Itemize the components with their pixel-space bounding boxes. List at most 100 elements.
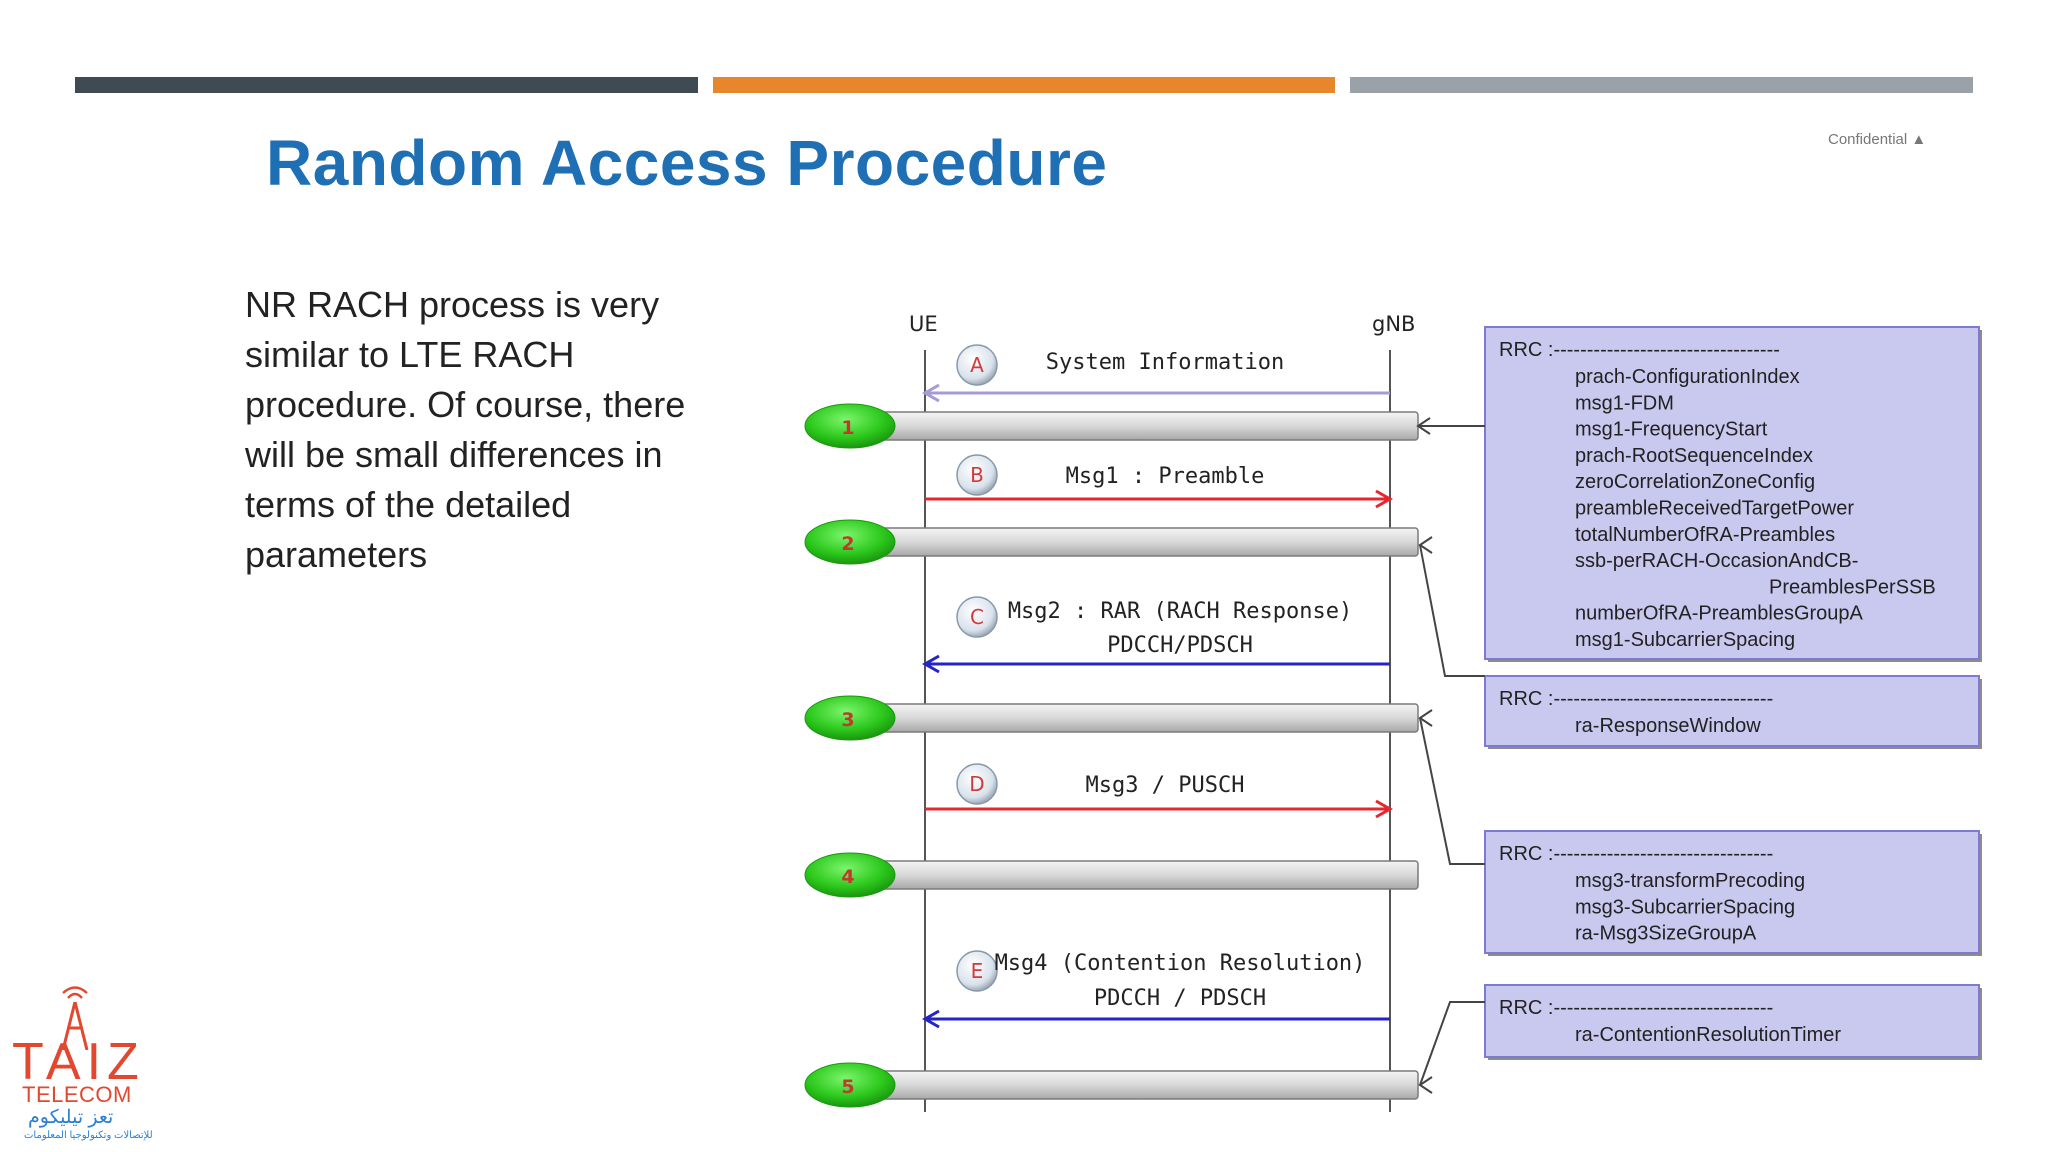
phase-oval [804, 1062, 896, 1108]
confidential-label: Confidential ▲ [1828, 131, 1927, 148]
rrc-param: msg3-transformPrecoding [1575, 870, 1805, 892]
rrc-param: msg3-SubcarrierSpacing [1575, 896, 1795, 918]
step-letter: A [970, 353, 984, 377]
step-circle [956, 344, 998, 386]
body-line: terms of the detailed [245, 484, 572, 525]
phase-number: 4 [841, 866, 854, 888]
rrc-param: msg1-SubcarrierSpacing [1575, 629, 1795, 651]
gnb-label: gNB [1372, 312, 1416, 336]
logo-tagline: للإتصالات وتكنولوجيا المعلومات [24, 1130, 153, 1141]
connector-line [1419, 544, 1485, 677]
phase-4: 4 [804, 852, 1419, 898]
step-circle [956, 596, 998, 638]
phase-1: 1 [804, 403, 1419, 449]
rrc-box-header: RRC :--------------------------------- [1499, 843, 1773, 865]
connector-arrowhead-icon [1418, 536, 1433, 554]
slide-title: Random Access Procedure [266, 127, 1108, 199]
rrc-box-header: RRC :--------------------------------- [1499, 688, 1773, 710]
rrc-box-header: RRC :---------------------------------- [1499, 339, 1780, 361]
message-label: Msg2 : RAR (RACH Response) [1008, 599, 1352, 624]
phase-oval [804, 519, 896, 565]
rrc-param: ra-ResponseWindow [1575, 715, 1761, 737]
phase-oval [804, 403, 896, 449]
rrc-param: zeroCorrelationZoneConfig [1575, 471, 1815, 493]
phase-2: 2 [804, 519, 1419, 565]
message-label: PDCCH / PDSCH [1094, 986, 1266, 1011]
rrc-param: PreamblesPerSSB [1769, 576, 1936, 598]
rrc-param: ra-Msg3SizeGroupA [1575, 923, 1757, 945]
message-label: System Information [1046, 350, 1284, 375]
phase-bar [857, 703, 1419, 733]
logo-word-telecom: TELECOM [22, 1082, 132, 1107]
rrc-param: ra-ContentionResolutionTimer [1575, 1024, 1841, 1046]
body-line: NR RACH process is very [245, 284, 660, 325]
rrc-box-frame [1484, 830, 1980, 954]
step-letter: E [971, 959, 984, 983]
arrowhead-icon [921, 654, 940, 674]
message-label: Msg3 / PUSCH [1086, 773, 1245, 798]
rrc-box-header: RRC :--------------------------------- [1499, 997, 1773, 1019]
rrc-box-frame [1484, 326, 1980, 660]
phase-number: 1 [841, 417, 854, 439]
rrc-param: msg1-FDM [1575, 392, 1674, 414]
phase-bar [857, 1070, 1419, 1100]
rrc-param: ssb-perRACH-OccasionAndCB- [1575, 550, 1858, 572]
antenna-icon [61, 986, 89, 1050]
arrowhead-icon [1375, 489, 1394, 509]
message-step-a: A System Information [921, 344, 1390, 403]
company-logo: TAIZ TELECOM تعز تيليكوم للإتصالات وتكنو… [8, 980, 158, 1145]
body-line: parameters [245, 534, 428, 575]
rrc-box-frame [1484, 984, 1980, 1058]
rrc-param: preambleReceivedTargetPower [1575, 498, 1854, 520]
rrc-box-4: RRC :--------------------------------- ra… [1418, 984, 1982, 1094]
connector-arrowhead-icon [1418, 1076, 1433, 1094]
step-letter: D [969, 772, 984, 796]
phase-number: 3 [841, 709, 854, 731]
message-label: Msg4 (Contention Resolution) [995, 951, 1366, 976]
rrc-param: prach-ConfigurationIndex [1575, 366, 1800, 388]
arrowhead-icon [1375, 799, 1394, 819]
body-line: will be small differences in [245, 434, 663, 475]
body-line: procedure. Of course, there [245, 384, 686, 425]
step-circle [956, 454, 998, 496]
rrc-param: msg1-FrequencyStart [1575, 419, 1768, 441]
rrc-param: prach-RootSequenceIndex [1575, 445, 1813, 467]
message-step-e: E Msg4 (Contention Resolution) PDCCH / PDS… [921, 950, 1390, 1029]
connector-arrowhead-icon [1416, 417, 1431, 435]
phase-oval [804, 695, 896, 741]
top-bar-orange [713, 77, 1335, 93]
rrc-box-frame [1484, 675, 1980, 747]
phase-number: 5 [841, 1076, 854, 1098]
message-step-c: C Msg2 : RAR (RACH Response) PDCCH/PDSCH [921, 596, 1390, 674]
phase-bar [857, 860, 1419, 890]
phase-5: 5 [804, 1062, 1419, 1108]
top-bar-gray [1350, 77, 1973, 93]
rrc-box-2: RRC :--------------------------------- ra… [1418, 536, 1982, 749]
phase-bar [857, 527, 1419, 557]
body-paragraph: NR RACH process is very similar to LTE R… [245, 280, 685, 580]
rrc-param: totalNumberOfRA-Preambles [1575, 524, 1835, 546]
message-label: Msg1 : Preamble [1066, 464, 1265, 489]
message-label: PDCCH/PDSCH [1107, 633, 1253, 658]
step-letter: B [970, 463, 984, 487]
step-circle [956, 763, 998, 805]
rrc-param: numberOfRA-PreamblesGroupA [1575, 603, 1864, 625]
phase-3: 3 [804, 695, 1419, 741]
message-step-d: D Msg3 / PUSCH [925, 763, 1394, 819]
body-line: similar to LTE RACH [245, 334, 575, 375]
connector-line [1419, 717, 1485, 865]
rrc-box-1: RRC :---------------------------------- p… [1416, 326, 1982, 662]
phase-oval [804, 852, 896, 898]
step-letter: C [970, 605, 984, 629]
phase-number: 2 [841, 533, 854, 555]
message-step-b: B Msg1 : Preamble [925, 454, 1394, 509]
rrc-box-3: RRC :--------------------------------- ms… [1418, 709, 1982, 956]
logo-word-taiz: TAIZ [12, 1033, 145, 1091]
logo-arabic: تعز تيليكوم [28, 1107, 114, 1128]
connector-arrowhead-icon [1418, 709, 1433, 727]
step-circle [956, 950, 998, 992]
ue-label: UE [909, 312, 938, 336]
top-bar-dark [75, 77, 698, 93]
connector-line [1419, 1001, 1485, 1086]
